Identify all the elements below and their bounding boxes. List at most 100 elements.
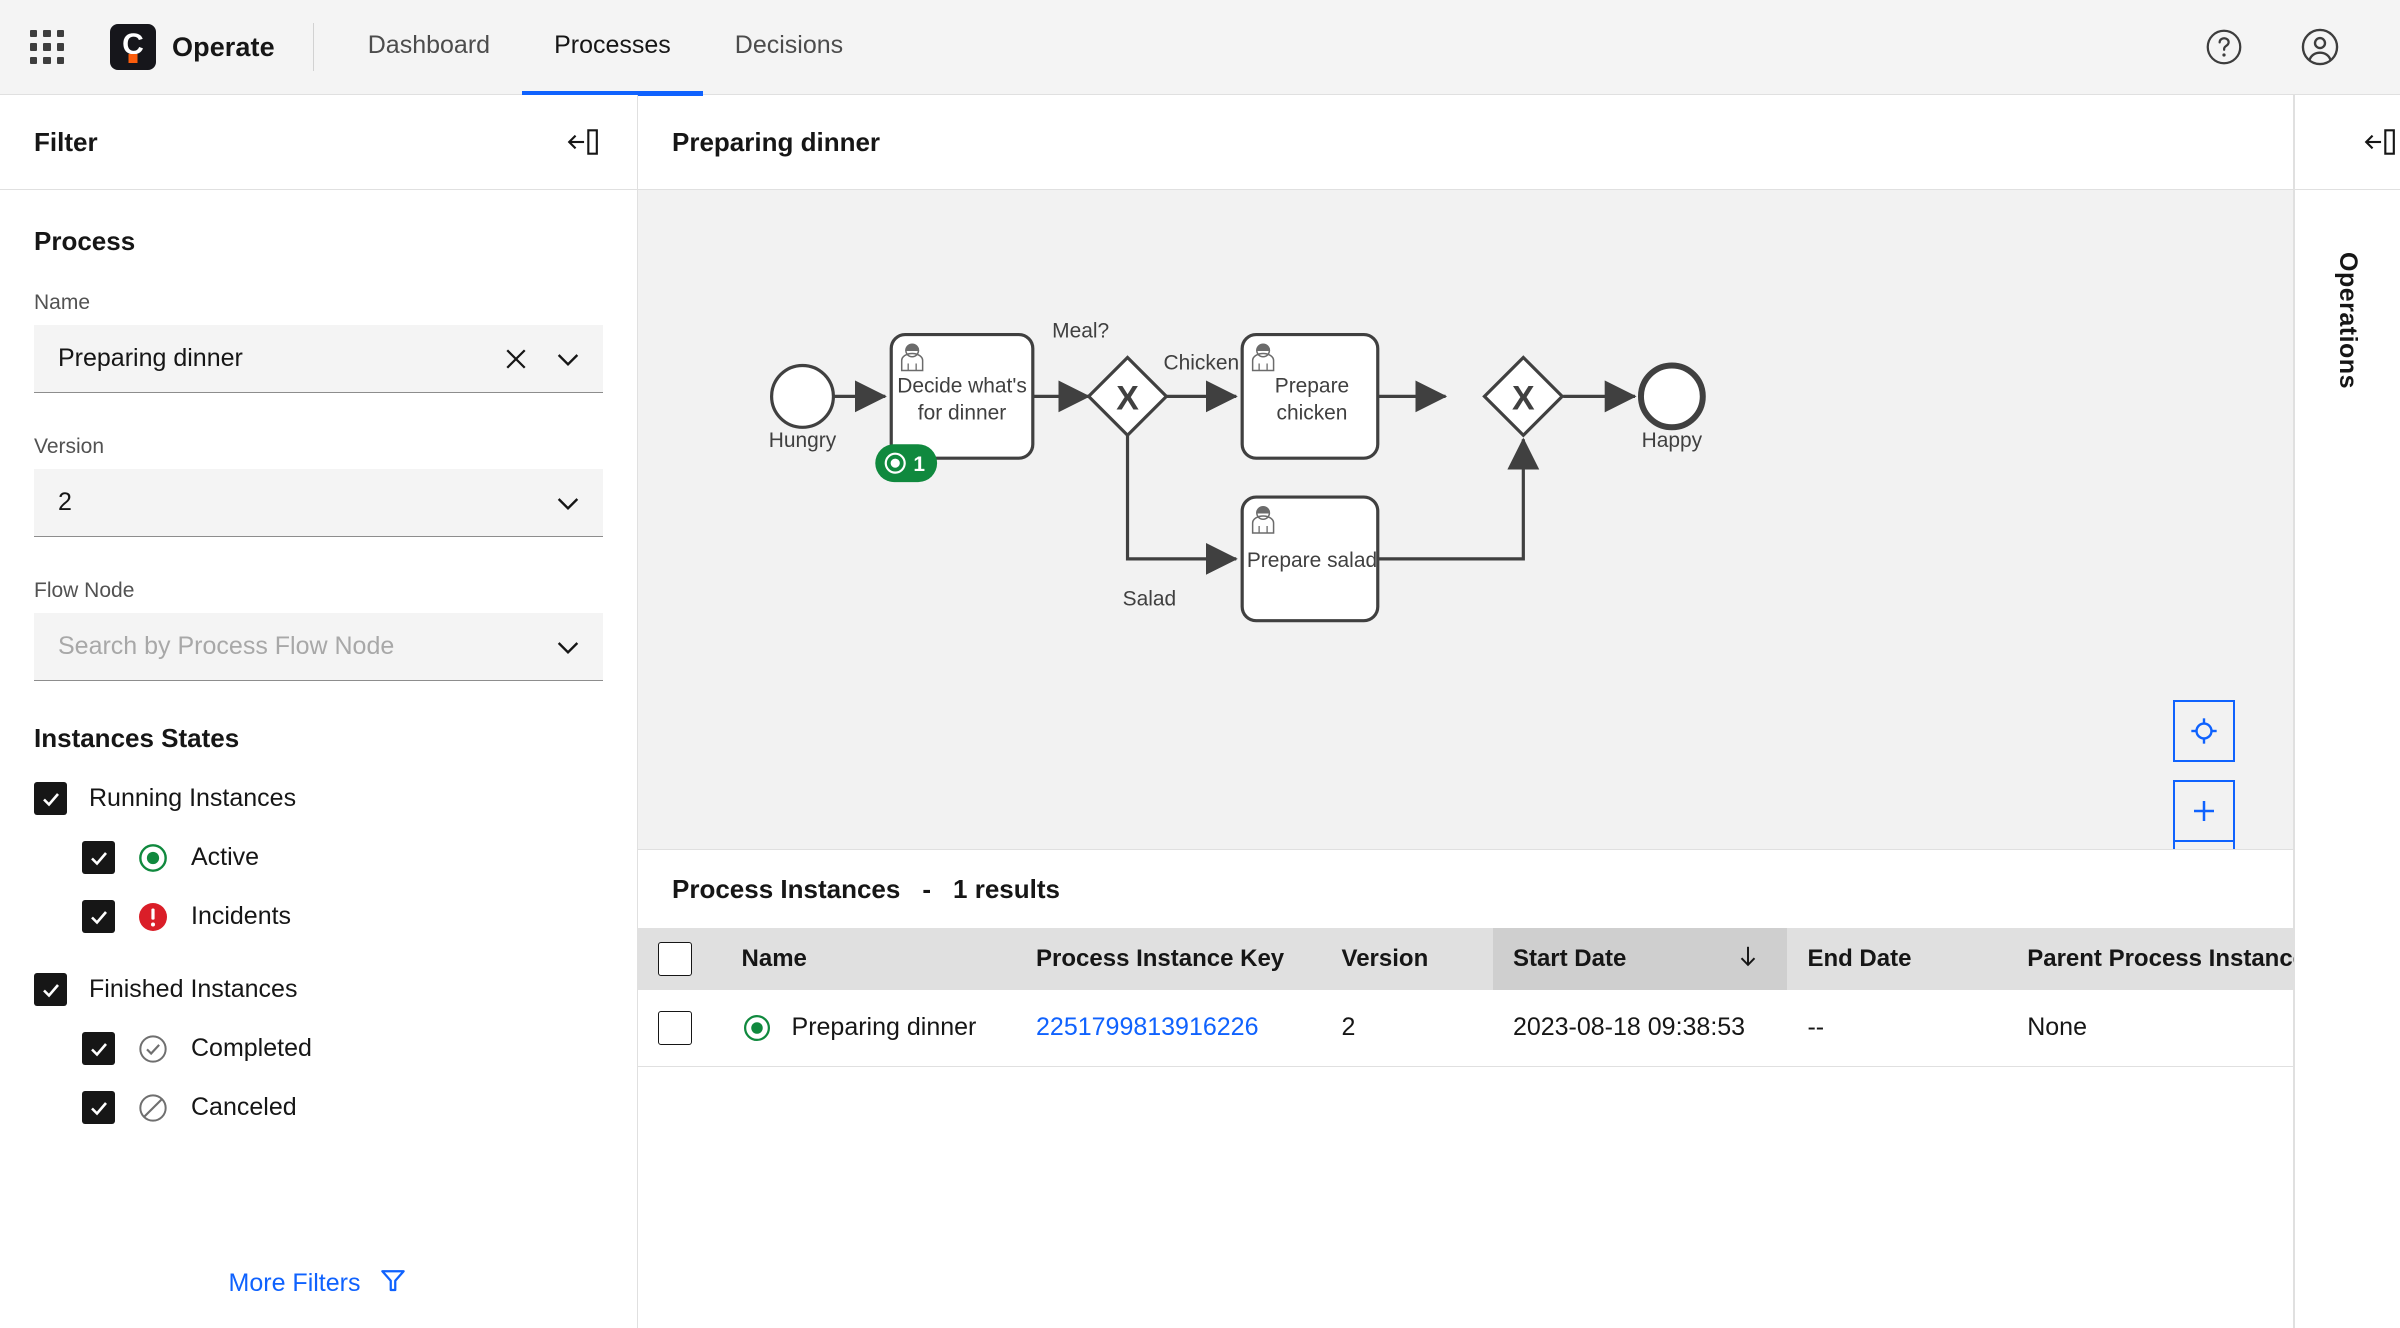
zoom-out-button[interactable] <box>2173 842 2235 849</box>
task-decide-label-line1: Decide what's <box>897 374 1027 397</box>
app-body: Filter Process Name Preparing dinner <box>0 95 2400 1328</box>
bpmn-diagram[interactable]: Hungry Decide what's for dinner <box>638 190 2293 850</box>
more-filters-button[interactable]: More Filters <box>0 1265 637 1328</box>
column-header-end-date[interactable]: End Date <box>1787 928 2008 990</box>
checkbox-box <box>82 841 115 874</box>
panel-collapse-icon[interactable] <box>563 122 603 162</box>
flow-salad-to-merge <box>1377 437 1540 561</box>
process-name-value: Preparing dinner <box>58 344 243 372</box>
help-icon[interactable] <box>2202 25 2246 69</box>
filter-header: Filter <box>0 95 637 190</box>
checkbox-box <box>82 1032 115 1065</box>
end-event-label: Happy <box>1642 429 1703 452</box>
instances-results-count: 1 results <box>953 873 1060 904</box>
column-header-name[interactable]: Name <box>721 928 1017 990</box>
chevron-down-icon[interactable] <box>551 630 585 664</box>
checkbox-label: Active <box>191 843 260 871</box>
diagram-zoom-controls <box>2173 700 2235 849</box>
checkbox-label: Incidents <box>191 902 292 930</box>
logo-dot <box>128 54 138 63</box>
camunda-logo-icon: C <box>110 24 156 70</box>
flow-node-placeholder: Search by Process Flow Node <box>58 632 395 660</box>
start-event-label: Hungry <box>769 429 837 452</box>
canceled-state-icon <box>137 1092 169 1124</box>
nav-item-processes[interactable]: Processes <box>522 1 703 96</box>
bpmn-task-decide <box>889 332 1035 460</box>
column-header-start-date[interactable]: Start Date <box>1492 928 1788 990</box>
panel-collapse-icon[interactable] <box>2360 122 2400 162</box>
version-field-label: Version <box>34 435 105 458</box>
column-label: Process Instance Key <box>1036 945 1285 972</box>
chevron-down-icon[interactable] <box>551 342 585 376</box>
operations-label[interactable]: Operations <box>2334 252 2362 389</box>
cell-end-date: -- <box>1787 990 2008 1067</box>
bpmn-start-event <box>770 363 836 429</box>
checkbox-incidents[interactable]: Incidents <box>82 900 603 933</box>
bpmn-canvas: Hungry Decide what's for dinner <box>769 320 1706 623</box>
table-row[interactable]: Preparing dinner 2251799813916226 2 2023… <box>638 990 2293 1067</box>
incident-state-icon <box>137 901 169 933</box>
header-actions <box>2202 25 2342 69</box>
nav-item-dashboard[interactable]: Dashboard <box>367 31 491 59</box>
active-state-icon <box>742 1013 772 1043</box>
user-task-icon <box>1251 343 1275 372</box>
task-chicken-label-line1: Prepare <box>1275 374 1349 397</box>
arrow-down-icon <box>1735 943 1767 976</box>
instances-table: Name Process Instance Key Version Start … <box>638 928 2357 1067</box>
top-header: C Operate Dashboard Processes Decisions <box>0 0 2400 96</box>
flow-label-chicken: Chicken <box>1164 351 1240 374</box>
checkbox-completed[interactable]: Completed <box>82 1032 603 1065</box>
column-label: Name <box>741 945 807 972</box>
row-checkbox[interactable] <box>658 1010 692 1045</box>
center-panel: Preparing dinner <box>638 95 2357 1328</box>
select-all-checkbox[interactable] <box>658 942 692 976</box>
user-task-icon <box>900 343 924 372</box>
user-avatar-icon[interactable] <box>2298 25 2342 69</box>
cell-process-instance-key: 2251799813916226 <box>1016 990 1322 1067</box>
instance-count-badge: 1 <box>875 444 938 483</box>
user-task-icon <box>1251 505 1275 534</box>
gateway-merge-x-symbol: X <box>1512 379 1535 417</box>
completed-state-icon <box>137 1033 169 1065</box>
more-filters-label: More Filters <box>228 1269 361 1297</box>
checkbox-label: Completed <box>191 1034 312 1062</box>
bpmn-gateway-meal <box>1086 355 1169 438</box>
checkbox-active[interactable]: Active <box>82 841 603 874</box>
column-label: End Date <box>1807 945 1912 972</box>
flow-label-salad: Salad <box>1123 588 1177 611</box>
active-state-icon <box>137 842 169 874</box>
close-icon[interactable] <box>499 342 533 376</box>
version-select[interactable]: 2 <box>34 469 603 537</box>
app-switcher-icon[interactable] <box>22 22 72 72</box>
diagram-header: Preparing dinner <box>638 95 2293 190</box>
brand[interactable]: C Operate <box>110 24 275 70</box>
column-header-parent-process-instance-key[interactable]: Parent Process Instance Key <box>2007 928 2357 990</box>
checkbox-box <box>34 782 67 815</box>
operations-panel: Operations <box>2294 95 2400 1328</box>
column-header-version[interactable]: Version <box>1321 928 1493 990</box>
column-header-process-instance-key[interactable]: Process Instance Key <box>1016 928 1322 990</box>
app-name: Operate <box>172 31 275 62</box>
chevron-down-icon[interactable] <box>551 486 585 520</box>
nav-item-decisions[interactable]: Decisions <box>734 31 844 59</box>
page-title: Preparing dinner <box>672 126 881 157</box>
checkbox-canceled[interactable]: Canceled <box>82 1091 603 1124</box>
cell-version: 2 <box>1321 990 1493 1067</box>
checkbox-running-instances[interactable]: Running Instances <box>34 782 603 815</box>
instances-separator: - <box>922 873 932 904</box>
checkbox-box <box>82 900 115 933</box>
flow-gateway-to-salad <box>1125 435 1238 575</box>
bpmn-end-event <box>1637 362 1706 431</box>
flow-node-select[interactable]: Search by Process Flow Node <box>34 613 603 681</box>
process-instance-key-link[interactable]: 2251799813916226 <box>1036 1013 1259 1042</box>
instance-count-value: 1 <box>913 453 925 476</box>
process-name-select[interactable]: Preparing dinner <box>34 325 603 393</box>
zoom-in-button[interactable] <box>2173 780 2235 842</box>
bpmn-task-prepare-salad <box>1240 495 1380 623</box>
select-all-header <box>638 928 722 990</box>
checkbox-finished-instances[interactable]: Finished Instances <box>34 973 603 1006</box>
instances-states-title: Instances States <box>34 723 240 753</box>
header-divider <box>312 23 314 71</box>
center-target-icon[interactable] <box>2173 700 2235 762</box>
